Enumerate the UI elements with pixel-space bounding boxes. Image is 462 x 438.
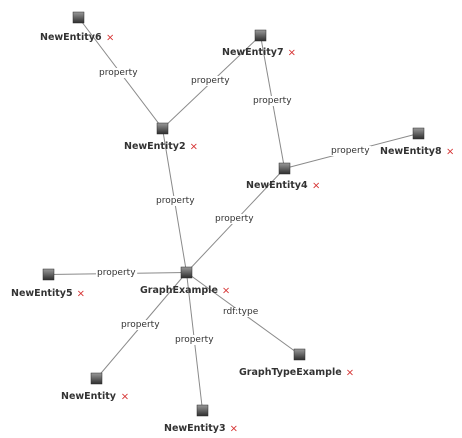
graph-node-e2[interactable]: NewEntity2 × [124, 122, 198, 153]
node-label: NewEntity2 [124, 141, 186, 152]
edge-label: property [191, 76, 230, 86]
edge-label: property [175, 335, 214, 345]
edge-label: property [97, 268, 136, 278]
edge-label: property [215, 214, 254, 224]
node-label: NewEntity5 [11, 288, 73, 299]
node-handle[interactable] [72, 11, 85, 24]
edge-label-background [330, 146, 372, 156]
graph-node-gte[interactable]: GraphTypeExample × [239, 348, 354, 379]
edge-label: property [331, 146, 370, 156]
edge-label-background [222, 307, 260, 317]
graph-node-ge[interactable]: GraphExample × [140, 266, 230, 297]
edge-label-background [96, 268, 138, 278]
node-handle[interactable] [156, 122, 169, 135]
edge-labels-layer: property property property property property… [96, 68, 372, 345]
graph-node-e7[interactable]: NewEntity7 × [222, 29, 296, 59]
edge-label: rdf:type [223, 307, 259, 317]
graph-node-e6[interactable]: NewEntity6 × [40, 11, 114, 44]
edge-label-background [214, 214, 256, 224]
node-handle[interactable] [180, 266, 193, 279]
node-handle[interactable] [196, 404, 209, 417]
edge-label: property [156, 196, 195, 206]
node-label: GraphTypeExample [239, 367, 342, 378]
edge-label-background [252, 96, 294, 106]
node-label: NewEntity8 [380, 146, 442, 157]
edge-label: property [99, 68, 138, 78]
node-handle[interactable] [278, 162, 291, 175]
graph-node-e5[interactable]: NewEntity5 × [11, 268, 85, 300]
remove-node-icon[interactable]: × [77, 289, 85, 300]
edge-label-background [155, 196, 197, 206]
node-label: NewEntity4 [246, 180, 308, 191]
edge-label-background [120, 320, 162, 330]
remove-node-icon[interactable]: × [121, 392, 129, 403]
graph-node-e3[interactable]: NewEntity3 × [164, 404, 238, 435]
remove-node-icon[interactable]: × [222, 286, 230, 297]
edge-label-background [98, 68, 140, 78]
edge-label-background [174, 335, 216, 345]
node-handle[interactable] [90, 372, 103, 385]
edge-label-background [190, 76, 232, 86]
node-label: NewEntity [61, 391, 117, 402]
edge-label: property [253, 96, 292, 106]
nodes-layer: NewEntity6×NewEntity7×NewEntity2×NewEnti… [11, 11, 454, 435]
graph-node-e4[interactable]: NewEntity4 × [246, 162, 320, 192]
graph-node-e1[interactable]: NewEntity × [61, 372, 129, 403]
node-label: NewEntity7 [222, 47, 284, 58]
node-handle[interactable] [254, 29, 267, 42]
node-handle[interactable] [412, 127, 425, 140]
node-label: NewEntity6 [40, 32, 102, 43]
remove-node-icon[interactable]: × [288, 48, 296, 59]
node-handle[interactable] [42, 268, 55, 281]
node-label: NewEntity3 [164, 423, 226, 434]
remove-node-icon[interactable]: × [446, 147, 454, 158]
edge-label: property [121, 320, 160, 330]
remove-node-icon[interactable]: × [346, 368, 354, 379]
node-label: GraphExample [140, 285, 218, 296]
graph-node-e8[interactable]: NewEntity8 × [380, 127, 454, 158]
remove-node-icon[interactable]: × [312, 181, 320, 192]
node-handle[interactable] [293, 348, 306, 361]
remove-node-icon[interactable]: × [230, 424, 238, 435]
remove-node-icon[interactable]: × [106, 33, 114, 44]
remove-node-icon[interactable]: × [190, 142, 198, 153]
